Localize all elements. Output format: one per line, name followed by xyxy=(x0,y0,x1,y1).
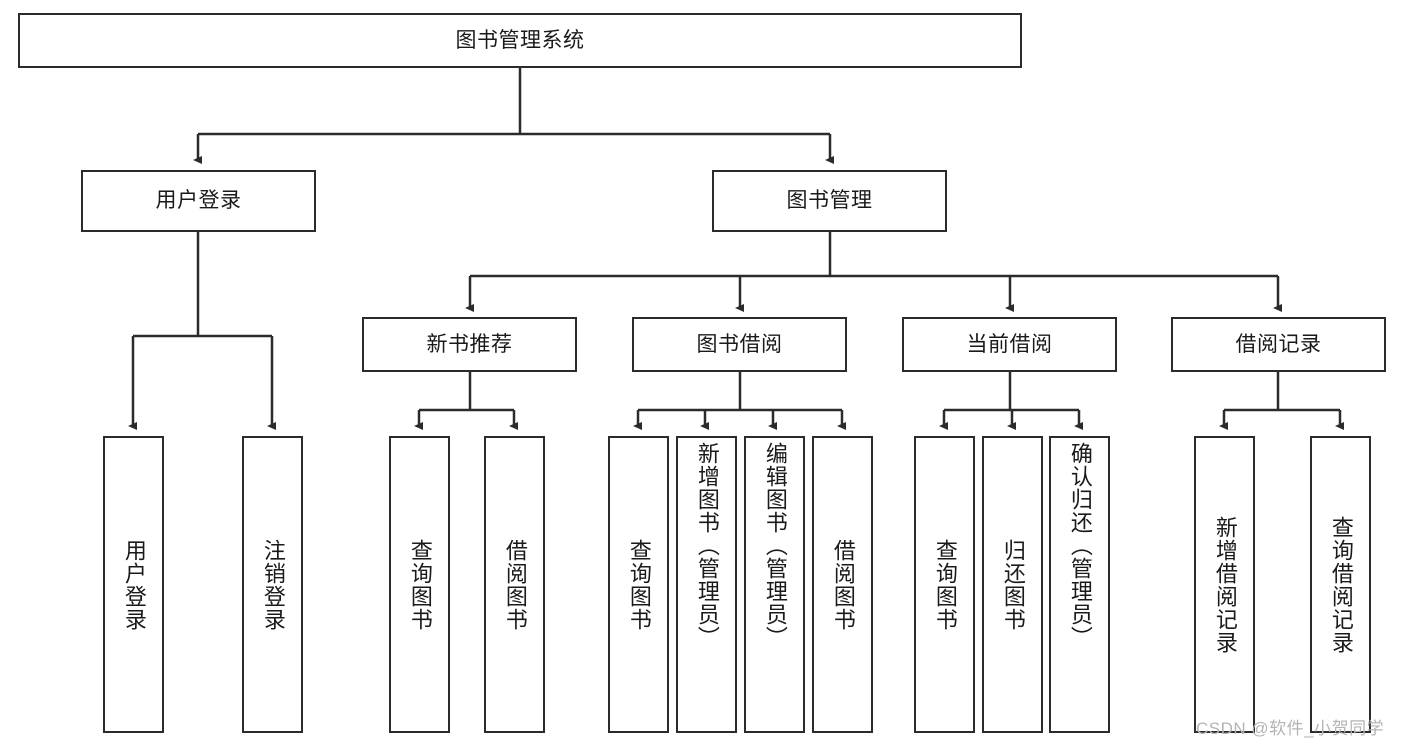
leaf-label: 查询图书 xyxy=(626,538,652,631)
node-label: 新书推荐 xyxy=(426,332,513,356)
node-label: 图书管理系统 xyxy=(455,28,585,52)
leaf-user-login-signin[interactable]: 用户登录 xyxy=(103,436,164,733)
leaf-label: 归还图书 xyxy=(1000,538,1026,631)
node-new-book-recommend[interactable]: 新书推荐 xyxy=(362,317,577,372)
leaf-new-book-borrow[interactable]: 借阅图书 xyxy=(484,436,545,733)
leaf-label: 注销登录 xyxy=(260,538,286,631)
node-label: 用户登录 xyxy=(155,189,242,213)
leaf-borrow-edit-book[interactable]: 编辑图书（管理员） xyxy=(744,436,805,733)
node-label: 当前借阅 xyxy=(966,332,1053,356)
leaf-new-book-query[interactable]: 查询图书 xyxy=(389,436,450,733)
leaf-user-login-signout[interactable]: 注销登录 xyxy=(242,436,303,733)
leaf-label: 借阅图书 xyxy=(830,538,856,631)
leaf-label: 新增图书（管理员） xyxy=(694,442,720,649)
leaf-label: 新增借阅记录 xyxy=(1212,515,1238,654)
leaf-label: 查询图书 xyxy=(407,538,433,631)
leaf-label: 确认归还（管理员） xyxy=(1067,442,1093,649)
leaf-borrow-borrow-book[interactable]: 借阅图书 xyxy=(812,436,873,733)
node-borrow-record[interactable]: 借阅记录 xyxy=(1171,317,1386,372)
leaf-label: 编辑图书（管理员） xyxy=(762,442,788,649)
leaf-label: 查询图书 xyxy=(932,538,958,631)
node-library-system[interactable]: 图书管理系统 xyxy=(18,13,1022,68)
node-book-management[interactable]: 图书管理 xyxy=(712,170,947,232)
leaf-label: 借阅图书 xyxy=(502,538,528,631)
leaf-borrow-add-book[interactable]: 新增图书（管理员） xyxy=(676,436,737,733)
leaf-current-return[interactable]: 归还图书 xyxy=(982,436,1043,733)
node-book-borrow[interactable]: 图书借阅 xyxy=(632,317,847,372)
leaf-borrow-query[interactable]: 查询图书 xyxy=(608,436,669,733)
leaf-label: 查询借阅记录 xyxy=(1328,515,1354,654)
node-user-login[interactable]: 用户登录 xyxy=(81,170,316,232)
node-label: 图书借阅 xyxy=(696,332,783,356)
node-label: 图书管理 xyxy=(786,189,873,213)
leaf-record-query[interactable]: 查询借阅记录 xyxy=(1310,436,1371,733)
leaf-label: 用户登录 xyxy=(121,538,147,631)
csdn-watermark: CSDN @软件_小贺同学 xyxy=(1196,719,1385,738)
leaf-record-add[interactable]: 新增借阅记录 xyxy=(1194,436,1255,733)
leaf-current-query[interactable]: 查询图书 xyxy=(914,436,975,733)
node-label: 借阅记录 xyxy=(1235,332,1322,356)
node-current-borrow[interactable]: 当前借阅 xyxy=(902,317,1117,372)
leaf-current-confirm-return[interactable]: 确认归还（管理员） xyxy=(1049,436,1110,733)
